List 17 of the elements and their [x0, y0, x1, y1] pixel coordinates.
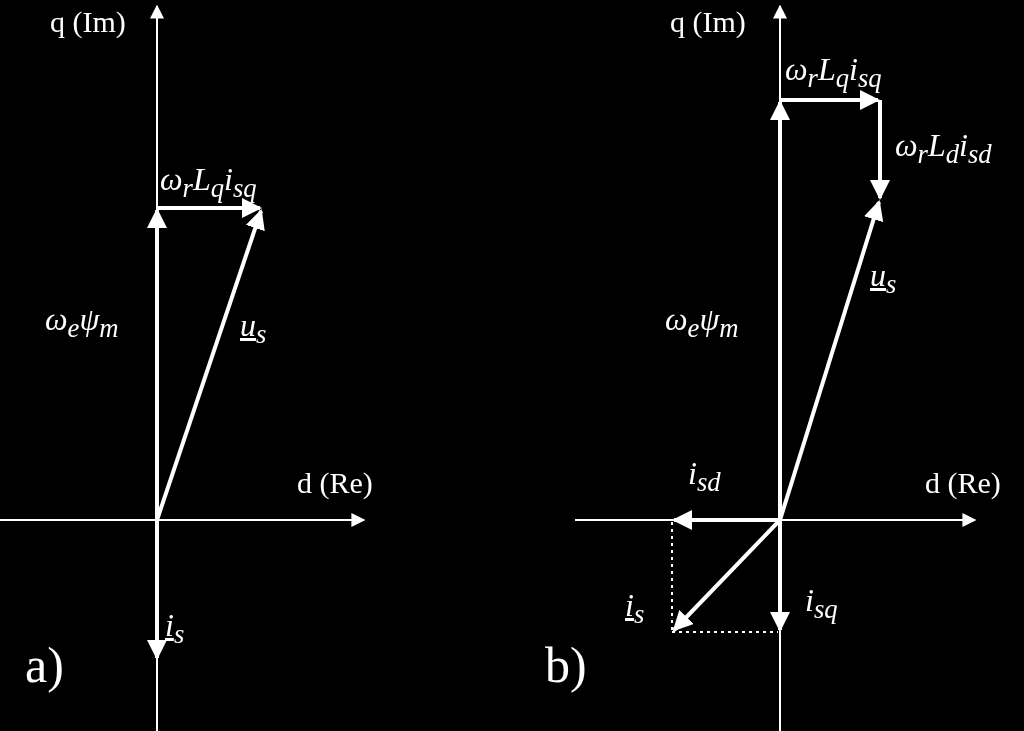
vector-label: i$_{sq}$: [805, 583, 838, 625]
axis-label: q (Im): [670, 5, 746, 38]
vector-label: i$_{s}$: [625, 588, 645, 630]
vector-label: ω$_{e}$ψ$_{m}$: [665, 302, 739, 344]
vector-label: i$_{sd}$: [688, 456, 721, 498]
vector-label: u$_{s}$: [240, 308, 267, 350]
panel-label: b): [545, 638, 587, 693]
vector-label: ω$_{r}$L$_{d}$i$_{sd}$: [895, 128, 992, 170]
panel-label: a): [25, 638, 64, 693]
axis-label: d (Re): [925, 466, 1001, 499]
vector-label: ω$_{e}$ψ$_{m}$: [45, 302, 119, 344]
vector-label: ω$_{r}$L$_{q}$i$_{sq}$: [785, 52, 882, 94]
vector-label: u$_{s}$: [870, 258, 897, 300]
axis-label: d (Re): [297, 466, 373, 499]
axis-label: q (Im): [50, 5, 126, 38]
vector-label: i$_{s}$: [165, 608, 185, 650]
vector-label: ω$_{r}$L$_{q}$i$_{sq}$: [160, 162, 257, 204]
